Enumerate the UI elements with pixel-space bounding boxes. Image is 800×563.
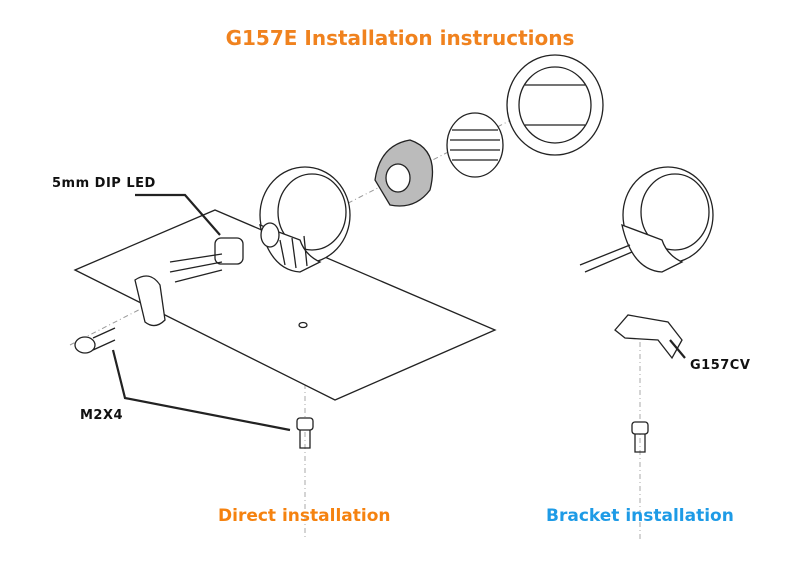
lens-grille [446,112,504,178]
reflector [374,139,434,207]
lamp-housing [259,166,351,273]
screw-bottom-right [631,421,649,453]
screw-bottom-left [296,417,314,449]
label-bracket: G157CV [690,358,751,373]
label-screw: M2X4 [80,408,124,423]
caption-direct-installation: Direct installation [218,506,391,526]
bracket-g157cv [614,314,683,360]
led-component [169,237,244,283]
mounting-plate [73,209,497,401]
diagram-title: G157E Installation instructions [225,26,575,50]
label-led: 5mm DIP LED [52,176,156,191]
caption-bracket-installation: Bracket installation [546,506,734,526]
retaining-clip [134,275,166,327]
screw-m2x4 [74,327,116,354]
lamp-housing-bracket [579,166,714,273]
front-bezel [506,54,604,156]
